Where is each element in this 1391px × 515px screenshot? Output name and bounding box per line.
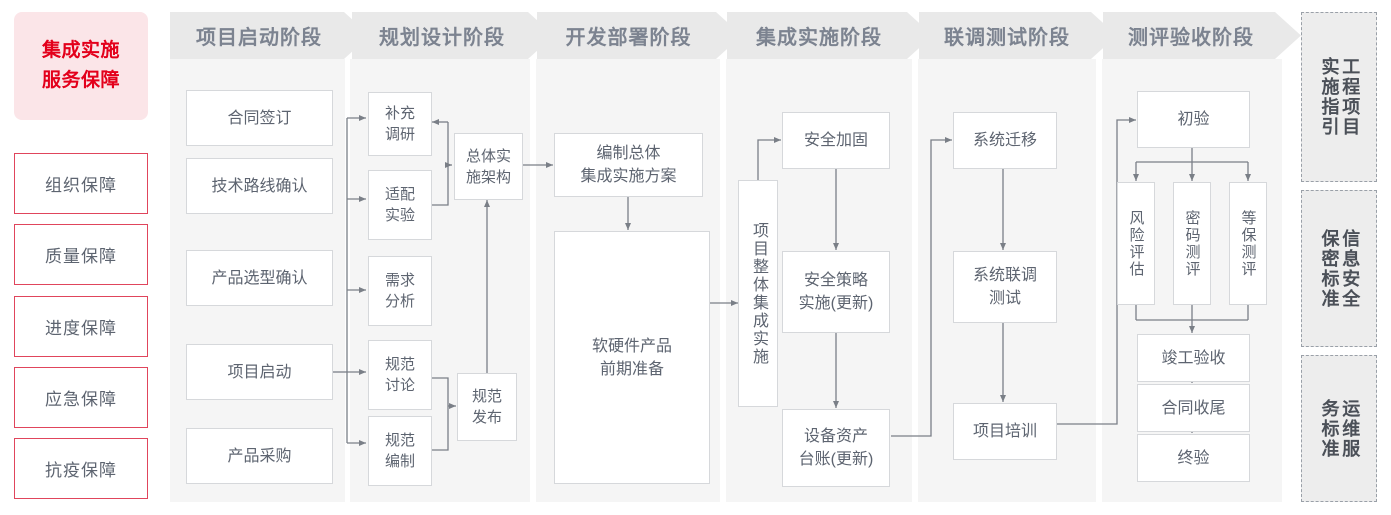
phase-header-label: 项目启动阶段 [196, 27, 322, 49]
node-overall-implementation-architecture[interactable]: 总体实 施架构 [454, 133, 523, 200]
standard-card-om-service[interactable]: 务标准运维服 [1301, 355, 1377, 502]
node-product-selection-confirmation[interactable]: 产品选型确认 [186, 250, 333, 306]
guarantee-item-label: 组织保障 [45, 176, 117, 195]
node-label: 规范 发布 [471, 388, 502, 426]
node-label: 项目整体集成实施 [750, 221, 767, 366]
node-label: 项目培训 [972, 423, 1037, 440]
guarantee-item-schedule[interactable]: 进度保障 [14, 296, 148, 357]
guarantee-item-epidemic[interactable]: 抗疫保障 [14, 438, 148, 499]
node-spec-release[interactable]: 规范 发布 [457, 373, 517, 441]
node-project-kickoff[interactable]: 项目启动 [186, 344, 333, 400]
guarantee-item-label: 抗疫保障 [45, 461, 117, 480]
node-label: 密码测评 [1183, 209, 1201, 278]
guarantee-title-card: 集成实施 服务保障 [14, 12, 148, 120]
node-label: 产品选型确认 [211, 269, 308, 287]
phase-header-testing[interactable]: 联调测试阶段 [919, 12, 1117, 59]
node-adaptation-experiment[interactable]: 适配 实验 [368, 170, 432, 240]
guarantee-item-label: 应急保障 [45, 390, 117, 409]
node-final-acceptance[interactable]: 终验 [1137, 434, 1250, 482]
node-security-hardening[interactable]: 安全加固 [782, 112, 890, 169]
guarantee-item-emergency[interactable]: 应急保障 [14, 367, 148, 428]
node-completion-acceptance[interactable]: 竣工验收 [1137, 334, 1250, 382]
node-label: 风险评估 [1127, 209, 1145, 278]
node-label: 系统联调 测试 [972, 267, 1037, 307]
phase-header-acceptance[interactable]: 测评验收阶段 [1103, 12, 1301, 59]
node-contract-signing[interactable]: 合同签订 [186, 90, 333, 146]
node-overall-project-integration[interactable]: 项目整体集成实施 [738, 180, 778, 407]
node-system-joint-test[interactable]: 系统联调 测试 [953, 251, 1057, 323]
phase-header-label: 测评验收阶段 [1128, 27, 1254, 49]
phase-header-label: 联调测试阶段 [944, 27, 1070, 49]
standard-label: 实施指引工程项目 [1319, 57, 1361, 137]
guarantee-item-organization[interactable]: 组织保障 [14, 153, 148, 214]
node-label: 设备资产 台账(更新) [798, 428, 874, 468]
phase-header-develop[interactable]: 开发部署阶段 [537, 12, 742, 59]
node-label: 适配 实验 [384, 186, 415, 224]
guarantee-item-quality[interactable]: 质量保障 [14, 224, 148, 285]
node-label: 补充 调研 [384, 105, 415, 143]
node-requirement-analysis[interactable]: 需求 分析 [368, 256, 432, 326]
node-initial-acceptance[interactable]: 初验 [1137, 91, 1250, 148]
node-label: 需求 分析 [384, 272, 415, 310]
node-label: 系统迁移 [972, 132, 1037, 149]
phase-header-label: 开发部署阶段 [565, 27, 692, 49]
node-label: 产品采购 [227, 447, 292, 465]
node-label: 规范 编制 [384, 432, 415, 470]
node-spec-drafting[interactable]: 规范 编制 [368, 416, 432, 486]
standard-card-infosec-confidentiality[interactable]: 保密标准信息安全 [1301, 190, 1377, 347]
phase-header-label: 规划设计阶段 [379, 27, 505, 49]
standard-label: 保密标准信息安全 [1319, 228, 1361, 309]
node-label: 终验 [1177, 449, 1210, 467]
node-label: 规范 讨论 [384, 356, 415, 394]
node-equipment-asset-ledger[interactable]: 设备资产 台账(更新) [782, 409, 890, 487]
node-label: 总体实 施架构 [465, 147, 511, 186]
node-spec-discussion[interactable]: 规范 讨论 [368, 340, 432, 410]
node-hardware-software-preparation[interactable]: 软硬件产品 前期准备 [554, 231, 710, 484]
node-label: 等保测评 [1239, 209, 1257, 278]
phase-header-planning[interactable]: 规划设计阶段 [352, 12, 554, 59]
node-label: 技术路线确认 [211, 177, 308, 195]
node-label: 安全加固 [803, 132, 868, 149]
node-label: 初验 [1177, 111, 1210, 128]
node-supplementary-research[interactable]: 补充 调研 [368, 92, 432, 156]
phase-header-label: 集成实施阶段 [756, 27, 882, 49]
node-tech-route-confirmation[interactable]: 技术路线确认 [186, 158, 333, 214]
node-label: 软硬件产品 前期准备 [591, 337, 672, 378]
node-system-migration[interactable]: 系统迁移 [953, 112, 1057, 169]
node-label: 编制总体 集成实施方案 [580, 145, 677, 185]
node-mlps-evaluation[interactable]: 等保测评 [1229, 182, 1267, 305]
node-label: 安全策略 实施(更新) [798, 272, 874, 312]
node-product-procurement[interactable]: 产品采购 [186, 428, 333, 484]
guarantee-item-label: 质量保障 [45, 247, 117, 266]
guarantee-title-line2: 服务保障 [41, 70, 120, 91]
guarantee-item-label: 进度保障 [45, 319, 117, 338]
guarantee-title-line1: 集成实施 [41, 40, 120, 61]
node-security-policy-implementation[interactable]: 安全策略 实施(更新) [782, 251, 890, 333]
node-contract-closure[interactable]: 合同收尾 [1137, 384, 1250, 432]
standard-label: 务标准运维服 [1319, 398, 1361, 459]
node-overall-integration-scheme[interactable]: 编制总体 集成实施方案 [554, 133, 703, 197]
node-label: 项目启动 [227, 363, 292, 381]
node-crypto-evaluation[interactable]: 密码测评 [1173, 182, 1211, 305]
standard-card-engineering-guideline[interactable]: 实施指引工程项目 [1301, 12, 1377, 182]
phase-header-startup[interactable]: 项目启动阶段 [170, 12, 370, 59]
node-label: 合同签订 [227, 109, 292, 127]
node-project-training[interactable]: 项目培训 [953, 403, 1057, 460]
node-risk-assessment[interactable]: 风险评估 [1117, 182, 1155, 305]
phase-header-integration[interactable]: 集成实施阶段 [727, 12, 933, 59]
node-label: 竣工验收 [1161, 349, 1226, 367]
node-label: 合同收尾 [1161, 399, 1226, 417]
